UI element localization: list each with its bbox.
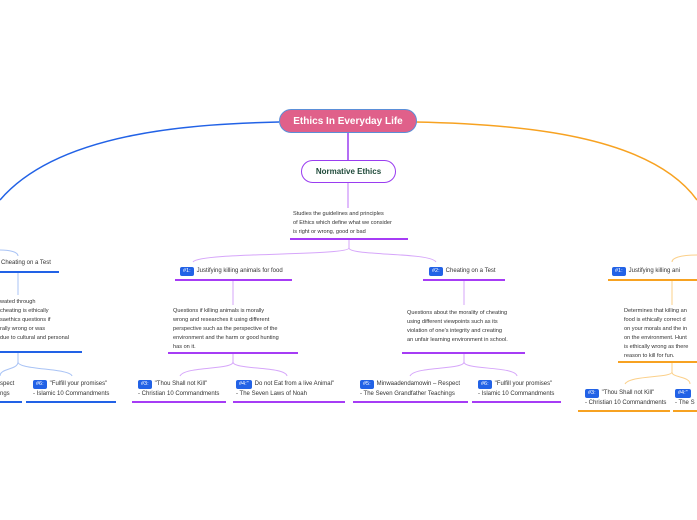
topic-label: "Thou Shall not Kill"	[601, 390, 655, 396]
topic-source: - The S	[675, 400, 695, 406]
topic-badge: #6:	[33, 380, 47, 389]
topic-label: "Fulfill your promises"	[49, 381, 108, 387]
topic-badge: #1:	[612, 267, 626, 276]
topic-badge: #1:	[180, 267, 194, 276]
left-description[interactable]: wated through cheating is ethically saet…	[0, 299, 70, 341]
topic-source: - Christian 10 Commandments	[585, 400, 667, 406]
divider	[290, 238, 408, 240]
topic-badge: #3:	[585, 389, 599, 398]
topic-badge: #2:	[429, 267, 443, 276]
subtopic-4[interactable]: #4:"Do not Eat from a live Animal" - The …	[236, 379, 334, 399]
topic-badge: #6:	[478, 380, 492, 389]
topic-badge: #4:"	[236, 380, 252, 389]
divider	[0, 401, 22, 403]
divider	[132, 401, 226, 403]
root-topic[interactable]: Ethics In Everyday Life	[279, 109, 417, 133]
topic-label: Minwaadendamowin – Respect	[376, 381, 461, 387]
divider	[0, 351, 82, 353]
topic-description[interactable]: Questions about the morality of cheating…	[407, 310, 508, 343]
divider	[26, 401, 116, 403]
divider	[472, 401, 561, 403]
topic-label: Cheating on a Test	[445, 268, 496, 274]
topic-source: - Islamic 10 Commandments	[33, 391, 110, 397]
topic-label: Justifying killing animals for food	[196, 268, 283, 274]
topic-badge: #5:	[360, 380, 374, 389]
divider	[233, 401, 345, 403]
topic-label: "Fulfill your promises"	[494, 381, 553, 387]
topic-label: Do not Eat from a live Animal"	[254, 381, 335, 387]
divider	[0, 271, 59, 273]
subtopic-5[interactable]: #5:Minwaadendamowin – Respect - The Seven…	[360, 379, 460, 399]
left-topic-cheating[interactable]: Cheating on a Test	[1, 260, 51, 266]
divider	[618, 361, 697, 363]
divider	[168, 352, 298, 354]
left-subtopic-6[interactable]: #6:"Fulfill your promises" - Islamic 10 C…	[33, 379, 109, 399]
subtopic-3[interactable]: #3:"Thou Shall not Kill" - Christian 10 C…	[138, 379, 219, 399]
topic-badge: #3:	[138, 380, 152, 389]
right-subtopic-4[interactable]: #4:" - The S	[675, 388, 695, 408]
right-subtopic-3[interactable]: #3:"Thou Shall not Kill" - Christian 10 C…	[585, 388, 666, 408]
divider	[608, 279, 697, 281]
main-description[interactable]: Studies the guidelines and principles of…	[293, 211, 392, 235]
divider	[175, 279, 292, 281]
topic-label: "Thou Shall not Kill"	[154, 381, 208, 387]
left-subtopic-5-partial[interactable]: spect ngs	[0, 381, 15, 397]
topic-source: - Christian 10 Commandments	[138, 391, 220, 397]
topic-source: - The Seven Laws of Noah	[236, 391, 307, 397]
topic-badge: #4:"	[675, 389, 691, 398]
divider	[673, 410, 697, 412]
topic-label: Justifying killing ani	[628, 268, 681, 274]
topic-source: - The Seven Grandfather Teachings	[360, 391, 455, 397]
topic-cheating[interactable]: #2:Cheating on a Test	[429, 266, 496, 276]
topic-justifying-killing[interactable]: #1:Justifying killing animals for food	[180, 266, 283, 276]
right-topic-justifying-killing[interactable]: #1:Justifying killing ani	[612, 266, 680, 276]
divider	[353, 401, 468, 403]
divider	[423, 279, 505, 281]
root-title: Ethics In Everyday Life	[293, 115, 403, 127]
topic-source: - Islamic 10 Commandments	[478, 391, 555, 397]
divider	[402, 352, 525, 354]
main-topic-normative-ethics[interactable]: Normative Ethics	[301, 160, 396, 183]
topic-description[interactable]: Questions if killing animals is morally …	[173, 308, 279, 350]
divider	[578, 410, 670, 412]
right-description[interactable]: Determines that killing an food is ethic…	[624, 308, 689, 359]
subtopic-6[interactable]: #6:"Fulfill your promises" - Islamic 10 C…	[478, 379, 554, 399]
main-title: Normative Ethics	[315, 167, 382, 176]
